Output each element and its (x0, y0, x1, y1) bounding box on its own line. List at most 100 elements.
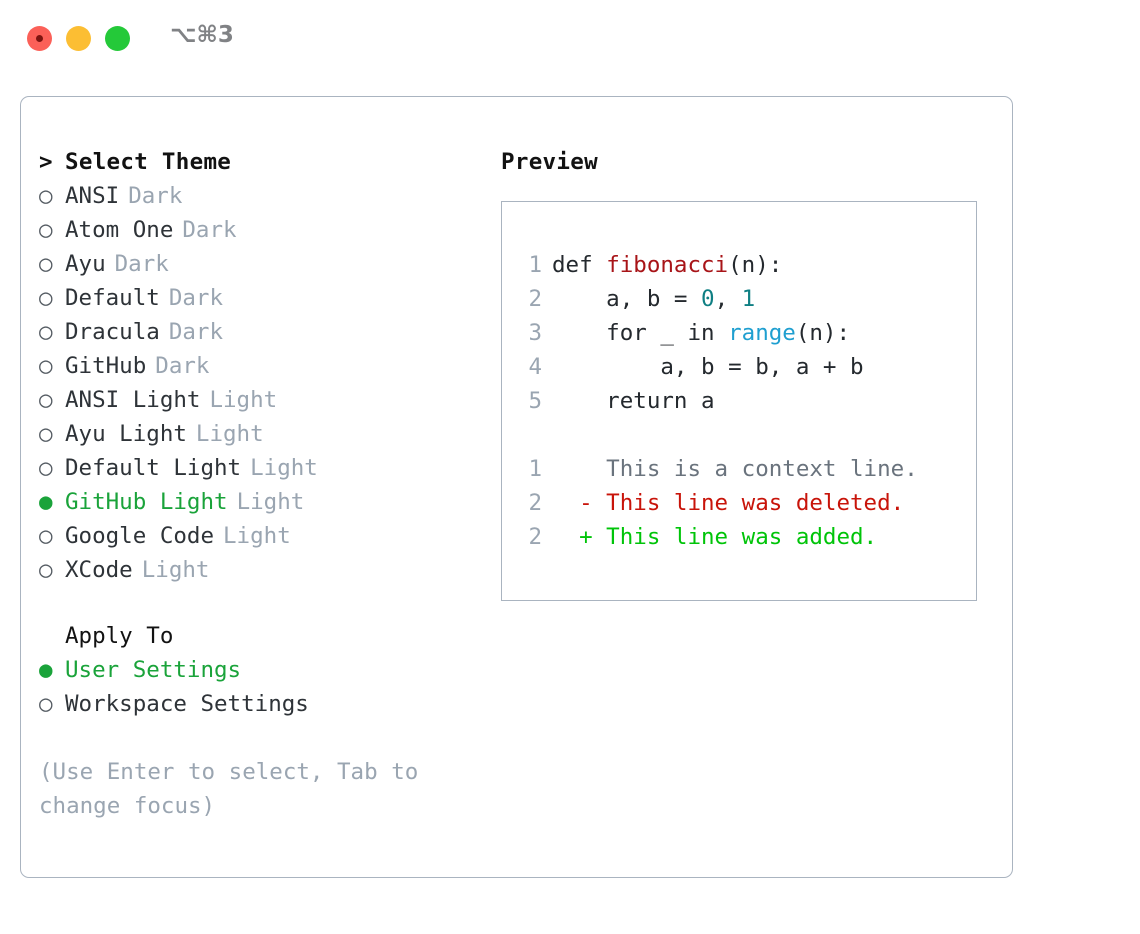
code-line: 4 a, b = b, a + b (502, 350, 976, 384)
radio-unselected-icon: ○ (39, 183, 53, 209)
line-number: 3 (528, 320, 542, 346)
preview-title: Preview (501, 149, 598, 175)
apply-to-header-row: Apply To (39, 619, 479, 653)
line-number: 1 (528, 456, 542, 482)
theme-item-variant-tag: Light (223, 523, 291, 549)
theme-item-label: ANSI Light (65, 387, 201, 413)
theme-item-label: GitHub Light (65, 489, 228, 515)
theme-item-ayu[interactable]: ○ Ayu Dark (39, 247, 479, 281)
theme-item-label: Atom One (65, 217, 174, 243)
apply-to-option-label: Workspace Settings (65, 691, 309, 717)
code-token-plain: return a (552, 388, 715, 414)
diff-line-ctx: 1 This is a context line. (502, 452, 976, 486)
theme-item-label: Default Light (65, 455, 242, 481)
theme-item-variant-tag: Light (209, 387, 278, 413)
code-token-builtin: range (728, 320, 796, 346)
theme-item-ansi-light[interactable]: ○ ANSI Light Light (39, 383, 479, 417)
code-token-num: 0 (701, 286, 715, 312)
radio-unselected-icon: ○ (39, 387, 53, 413)
apply-to-option-label: User Settings (65, 657, 242, 683)
code-line: 1 def fibonacci(n): (502, 248, 976, 282)
theme-item-variant-tag: Dark (168, 285, 224, 311)
minimize-button[interactable] (66, 26, 91, 51)
line-number: 5 (528, 388, 542, 414)
code-token-plain: a, b = b, a + b (552, 354, 864, 380)
theme-item-variant-tag: Light (141, 557, 210, 583)
line-number: 1 (528, 252, 542, 278)
radio-unselected-icon: ○ (39, 251, 53, 277)
theme-item-dracula[interactable]: ○ Dracula Dark (39, 315, 479, 349)
radio-unselected-icon: ○ (39, 353, 53, 379)
theme-item-atom-one[interactable]: ○ Atom One Dark (39, 213, 479, 247)
diff-line-add: 2 + This line was added. (502, 520, 976, 554)
radio-unselected-icon: ○ (39, 319, 53, 345)
line-number: 2 (528, 524, 542, 550)
theme-item-variant-tag: Dark (182, 217, 237, 243)
theme-item-google-code[interactable]: ○ Google Code Light (39, 519, 479, 553)
theme-item-variant-tag: Dark (155, 353, 210, 379)
code-line: 2 a, b = 0, 1 (502, 282, 976, 316)
radio-unselected-icon: ○ (39, 455, 53, 481)
code-token-plain: (n): (728, 252, 783, 278)
theme-item-variant-tag: Dark (114, 251, 169, 277)
keyboard-shortcut-label: ⌥⌘3 (170, 22, 234, 48)
code-line: 5 return a (502, 384, 976, 418)
line-number: 2 (528, 490, 542, 516)
select-theme-header-label: Select Theme (65, 149, 232, 175)
theme-item-label: Ayu Light (65, 421, 187, 447)
radio-unselected-icon: ○ (39, 421, 53, 447)
theme-item-label: ANSI (65, 183, 120, 209)
code-token-plain: for _ in (552, 320, 729, 346)
radio-selected-icon: ● (39, 657, 53, 683)
select-theme-header-row: > Select Theme (39, 145, 479, 179)
theme-item-label: Default (65, 285, 160, 311)
code-diff-spacer (502, 418, 976, 452)
theme-item-variant-tag: Dark (168, 319, 224, 345)
theme-item-variant-tag: Light (195, 421, 264, 447)
theme-item-label: Dracula (65, 319, 160, 345)
diff-sample: 1 This is a context line. 2 - This line w… (502, 452, 976, 554)
apply-to-options-container: ● User Settings ○ Workspace Settings (39, 653, 479, 721)
caret-icon: > (39, 149, 53, 175)
theme-item-label: XCode (65, 557, 133, 583)
radio-unselected-icon: ○ (39, 557, 53, 583)
theme-item-ayu-light[interactable]: ○ Ayu Light Light (39, 417, 479, 451)
theme-item-ansi[interactable]: ○ ANSI Dark (39, 179, 479, 213)
diff-line-text: This is a context line. (552, 456, 918, 482)
theme-item-label: Google Code (65, 523, 215, 549)
traffic-light-group (27, 26, 130, 51)
close-button[interactable] (27, 26, 52, 51)
theme-item-label: Ayu (65, 251, 106, 277)
radio-selected-icon: ● (39, 489, 53, 515)
theme-item-default-light[interactable]: ○ Default Light Light (39, 451, 479, 485)
keyboard-hint-text: (Use Enter to select, Tab to change focu… (39, 759, 419, 819)
apply-to-option-user-settings[interactable]: ● User Settings (39, 653, 479, 687)
code-token-plain: def (552, 252, 607, 278)
code-line: 3 for _ in range(n): (502, 316, 976, 350)
apply-to-label: Apply To (65, 623, 174, 649)
maximize-button[interactable] (105, 26, 130, 51)
code-token-plain: , (714, 286, 742, 312)
theme-item-github[interactable]: ○ GitHub Dark (39, 349, 479, 383)
theme-item-label: GitHub (65, 353, 147, 379)
line-number: 4 (528, 354, 542, 380)
diff-line-text: - This line was deleted. (552, 490, 905, 516)
theme-item-variant-tag: Dark (128, 183, 183, 209)
radio-unselected-icon: ○ (39, 217, 53, 243)
radio-unselected-icon: ○ (39, 523, 53, 549)
code-token-num: 1 (741, 286, 756, 312)
radio-unselected-icon: ○ (39, 691, 53, 717)
apply-to-option-workspace-settings[interactable]: ○ Workspace Settings (39, 687, 479, 721)
code-token-func: fibonacci (606, 252, 729, 278)
apply-to-section: Apply To ● User Settings ○ Workspace Settin… (39, 619, 479, 721)
theme-item-xcode[interactable]: ○ XCode Light (39, 553, 479, 587)
code-token-plain: (n): (795, 320, 851, 346)
theme-item-variant-tag: Light (250, 455, 318, 481)
